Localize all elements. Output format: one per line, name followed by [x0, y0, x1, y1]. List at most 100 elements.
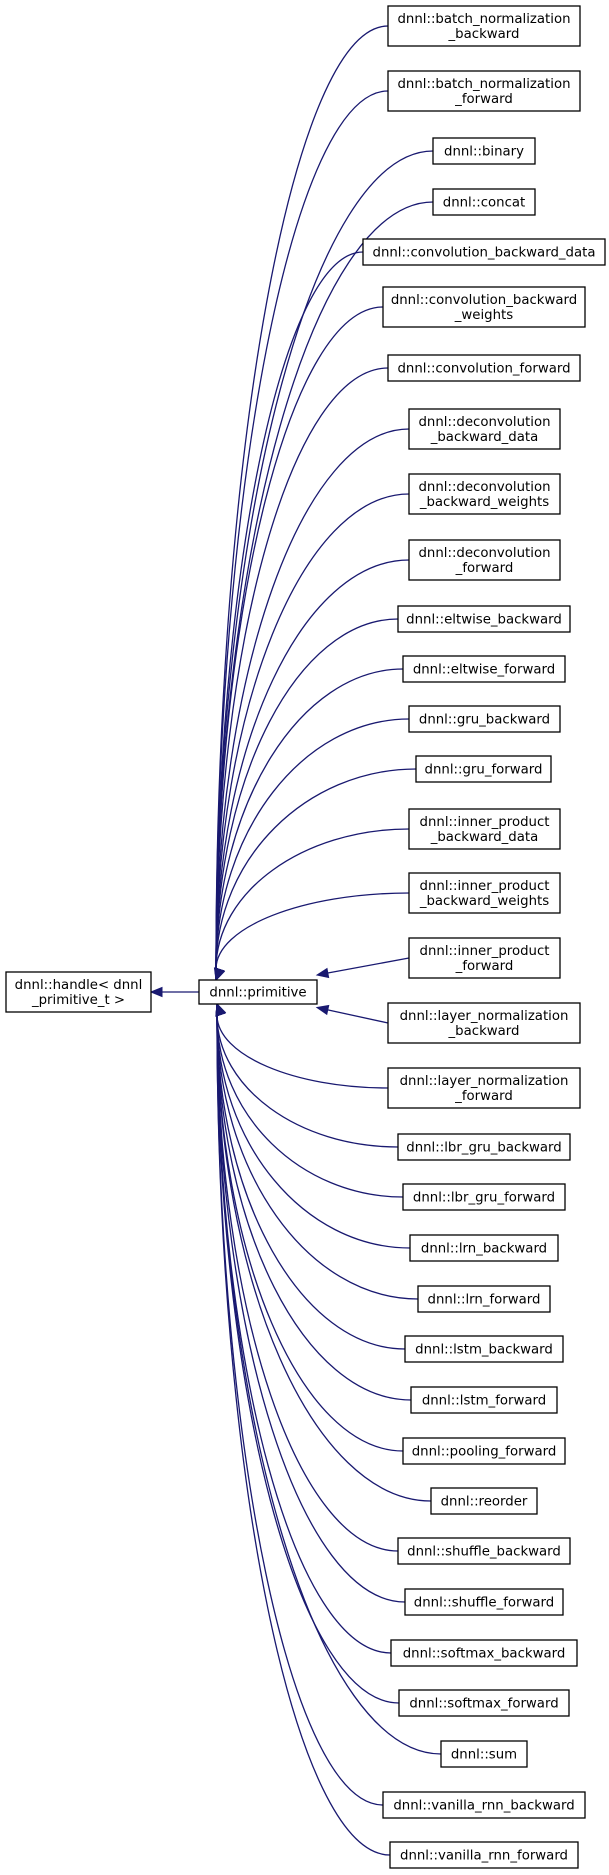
edge-dnnl-convolution-backward-data: [215, 251, 364, 970]
node-dnnl-deconvolution-forward-label-line-2: _forward: [455, 561, 514, 576]
node-dnnl-concat[interactable]: dnnl::concat: [432, 188, 536, 216]
node-primitive-box: [198, 979, 318, 1005]
node-dnnl-lstm-forward-label-line-1: dnnl::lstm_forward: [422, 1394, 546, 1409]
node-dnnl-lrn-backward-box: [409, 1234, 559, 1262]
node-dnnl-binary[interactable]: dnnl::binary: [432, 137, 536, 165]
edge-dnnl-lstm-forward: [216, 1014, 412, 1401]
node-dnnl-inner-product-forward-label-line-2: _forward: [455, 959, 514, 974]
node-dnnl-gru-backward-box: [408, 705, 561, 733]
node-dnnl-layer-normalization-backward[interactable]: dnnl::layer_normalization_backward: [387, 1002, 581, 1044]
edge-dnnl-lbr-gru-forward: [216, 1014, 404, 1198]
edge-dnnl-binary: [215, 150, 434, 970]
node-dnnl-shuffle-forward-label-line-1: dnnl::shuffle_forward: [414, 1596, 554, 1611]
node-dnnl-deconvolution-backward-weights[interactable]: dnnl::deconvolution_backward_weights: [408, 473, 561, 515]
node-dnnl-gru-forward-box: [415, 755, 552, 783]
node-dnnl-inner-product-backward-data[interactable]: dnnl::inner_product_backward_data: [408, 808, 561, 850]
node-dnnl-gru-backward[interactable]: dnnl::gru_backward: [408, 705, 561, 733]
node-dnnl-softmax-forward-box: [398, 1689, 570, 1717]
node-dnnl-batch-normalization-backward-box: [387, 5, 581, 47]
node-dnnl-lrn-forward[interactable]: dnnl::lrn_forward: [417, 1285, 551, 1313]
node-handle-primitive-label-line-2: _primitive_t >: [31, 993, 125, 1008]
node-dnnl-gru-forward[interactable]: dnnl::gru_forward: [415, 755, 552, 783]
node-dnnl-lrn-forward-label-line-1: dnnl::lrn_forward: [428, 1293, 541, 1308]
node-dnnl-inner-product-backward-weights-label-line-1: dnnl::inner_product: [420, 879, 550, 894]
node-dnnl-eltwise-forward-box: [402, 655, 566, 683]
node-dnnl-lstm-forward[interactable]: dnnl::lstm_forward: [410, 1386, 558, 1414]
node-dnnl-eltwise-forward-label-line-1: dnnl::eltwise_forward: [413, 663, 555, 678]
node-dnnl-lbr-gru-forward-box: [402, 1183, 566, 1211]
edge-dnnl-inner-product-backward-data: [215, 828, 410, 970]
edge-dnnl-convolution-forward: [215, 367, 389, 970]
node-dnnl-shuffle-backward[interactable]: dnnl::shuffle_backward: [397, 1537, 571, 1565]
node-dnnl-concat-box: [432, 188, 536, 216]
node-dnnl-deconvolution-forward[interactable]: dnnl::deconvolution_forward: [408, 539, 561, 581]
node-dnnl-batch-normalization-backward-label-line-2: _backward: [448, 27, 520, 42]
node-dnnl-layer-normalization-forward-label-line-2: _forward: [454, 1089, 513, 1104]
node-dnnl-pooling-forward[interactable]: dnnl::pooling_forward: [402, 1437, 566, 1465]
node-dnnl-sum-box: [440, 1740, 528, 1768]
node-dnnl-convolution-backward-weights-box: [382, 286, 586, 328]
arrowhead-primitive-to-handle: [149, 986, 163, 998]
node-primitive[interactable]: dnnl::primitive: [198, 979, 318, 1005]
node-dnnl-lrn-forward-box: [417, 1285, 551, 1313]
node-dnnl-batch-normalization-forward[interactable]: dnnl::batch_normalization_forward: [387, 70, 581, 112]
node-dnnl-convolution-forward[interactable]: dnnl::convolution_forward: [387, 354, 581, 382]
node-dnnl-shuffle-forward[interactable]: dnnl::shuffle_forward: [404, 1588, 564, 1616]
node-dnnl-eltwise-backward[interactable]: dnnl::eltwise_backward: [397, 605, 571, 633]
node-dnnl-batch-normalization-backward[interactable]: dnnl::batch_normalization_backward: [387, 5, 581, 47]
node-dnnl-deconvolution-backward-data[interactable]: dnnl::deconvolution_backward_data: [408, 408, 561, 450]
node-dnnl-eltwise-forward[interactable]: dnnl::eltwise_forward: [402, 655, 566, 683]
node-dnnl-lbr-gru-backward[interactable]: dnnl::lbr_gru_backward: [397, 1133, 571, 1161]
node-dnnl-gru-backward-label-line-1: dnnl::gru_backward: [419, 713, 550, 728]
edge-dnnl-deconvolution-forward: [215, 559, 410, 970]
node-dnnl-layer-normalization-backward-label-line-1: dnnl::layer_normalization: [400, 1009, 569, 1024]
node-dnnl-convolution-backward-data[interactable]: dnnl::convolution_backward_data: [362, 238, 606, 266]
arrowhead-dnnl-inner-product-forward: [315, 967, 330, 979]
node-dnnl-convolution-backward-weights-label-line-1: dnnl::convolution_backward: [391, 293, 577, 308]
node-dnnl-vanilla-rnn-backward[interactable]: dnnl::vanilla_rnn_backward: [382, 1791, 586, 1819]
node-dnnl-concat-label-line-1: dnnl::concat: [443, 196, 526, 211]
node-dnnl-vanilla-rnn-forward[interactable]: dnnl::vanilla_rnn_forward: [389, 1841, 579, 1869]
node-dnnl-layer-normalization-backward-label-line-2: _backward: [448, 1024, 520, 1039]
edge-dnnl-lstm-backward: [216, 1014, 406, 1350]
node-dnnl-batch-normalization-forward-box: [387, 70, 581, 112]
node-dnnl-binary-label-line-1: dnnl::binary: [444, 145, 524, 160]
diagram-edges: [149, 25, 442, 1856]
node-dnnl-inner-product-forward[interactable]: dnnl::inner_product_forward: [408, 937, 561, 979]
node-dnnl-shuffle-backward-box: [397, 1537, 571, 1565]
node-dnnl-lbr-gru-forward-label-line-1: dnnl::lbr_gru_forward: [413, 1191, 555, 1206]
node-handle-primitive-box: [5, 971, 152, 1013]
node-dnnl-inner-product-backward-data-label-line-1: dnnl::inner_product: [420, 815, 550, 830]
node-dnnl-sum[interactable]: dnnl::sum: [440, 1740, 528, 1768]
node-dnnl-deconvolution-forward-box: [408, 539, 561, 581]
node-dnnl-layer-normalization-backward-box: [387, 1002, 581, 1044]
node-dnnl-deconvolution-backward-data-box: [408, 408, 561, 450]
node-dnnl-lstm-backward[interactable]: dnnl::lstm_backward: [404, 1335, 564, 1363]
node-dnnl-binary-box: [432, 137, 536, 165]
node-dnnl-lbr-gru-forward[interactable]: dnnl::lbr_gru_forward: [402, 1183, 566, 1211]
node-dnnl-lrn-backward-label-line-1: dnnl::lrn_backward: [421, 1242, 547, 1257]
node-dnnl-lrn-backward[interactable]: dnnl::lrn_backward: [409, 1234, 559, 1262]
node-dnnl-convolution-forward-label-line-1: dnnl::convolution_forward: [397, 362, 570, 377]
node-dnnl-softmax-backward-label-line-1: dnnl::softmax_backward: [403, 1647, 566, 1662]
node-dnnl-softmax-forward[interactable]: dnnl::softmax_forward: [398, 1689, 570, 1717]
node-dnnl-inner-product-backward-weights[interactable]: dnnl::inner_product_backward_weights: [408, 872, 561, 914]
node-dnnl-reorder[interactable]: dnnl::reorder: [430, 1487, 538, 1515]
node-dnnl-pooling-forward-box: [402, 1437, 566, 1465]
node-dnnl-layer-normalization-forward[interactable]: dnnl::layer_normalization_forward: [387, 1067, 581, 1109]
node-handle-primitive-label-line-1: dnnl::handle< dnnl: [15, 978, 143, 993]
node-handle-primitive[interactable]: dnnl::handle< dnnl_primitive_t >: [5, 971, 152, 1013]
node-dnnl-deconvolution-backward-weights-box: [408, 473, 561, 515]
edge-dnnl-lrn-backward: [216, 1014, 411, 1249]
node-dnnl-softmax-backward[interactable]: dnnl::softmax_backward: [390, 1639, 578, 1667]
diagram-nodes: dnnl::handle< dnnl_primitive_t > dnnl::pr…: [5, 5, 606, 1869]
node-dnnl-deconvolution-backward-data-label-line-2: _backward_data: [430, 430, 539, 445]
node-dnnl-convolution-backward-weights[interactable]: dnnl::convolution_backward_weights: [382, 286, 586, 328]
edge-dnnl-gru-backward: [215, 718, 410, 970]
edge-dnnl-lrn-forward: [216, 1014, 419, 1300]
edge-dnnl-reorder: [216, 1014, 432, 1502]
node-dnnl-lstm-backward-label-line-1: dnnl::lstm_backward: [415, 1343, 553, 1358]
node-dnnl-batch-normalization-backward-label-line-1: dnnl::batch_normalization: [397, 12, 570, 27]
node-dnnl-vanilla-rnn-backward-label-line-1: dnnl::vanilla_rnn_backward: [393, 1799, 574, 1814]
